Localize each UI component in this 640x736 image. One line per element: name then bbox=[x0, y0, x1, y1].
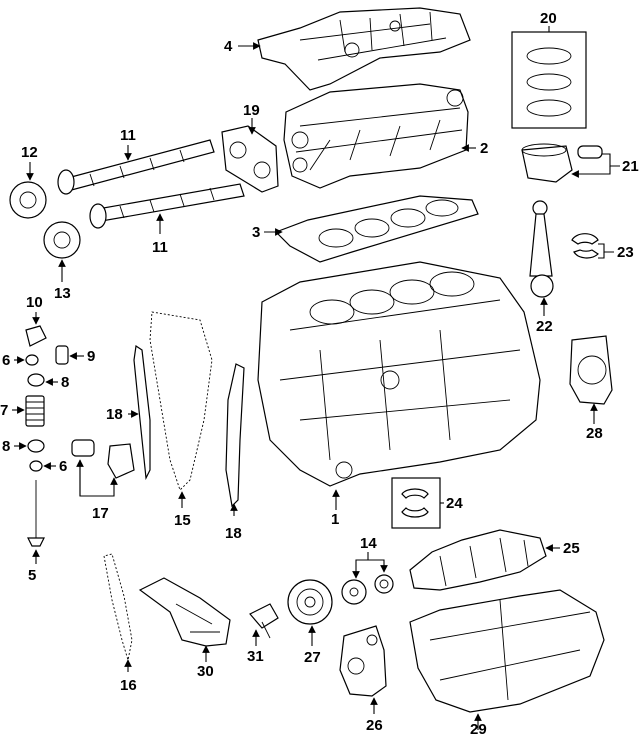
callout-23: 23 bbox=[617, 244, 634, 261]
rear-main-seal-cover bbox=[569, 335, 613, 405]
callout-19: 19 bbox=[243, 102, 260, 119]
callout-25: 25 bbox=[563, 540, 580, 557]
callout-4: 4 bbox=[224, 38, 233, 55]
callout-31: 31 bbox=[247, 648, 264, 665]
callout-2: 2 bbox=[480, 140, 488, 157]
callout-18-left: 18 bbox=[106, 406, 123, 423]
crankshaft-pulley bbox=[287, 579, 333, 625]
callout-28: 28 bbox=[586, 425, 603, 442]
callout-26: 26 bbox=[366, 717, 383, 734]
valve bbox=[27, 480, 45, 547]
callout-3: 3 bbox=[252, 224, 260, 241]
callout-7: 7 bbox=[0, 402, 8, 419]
oil-pump-chain bbox=[103, 553, 133, 661]
callout-14: 14 bbox=[360, 535, 377, 552]
callout-29: 29 bbox=[470, 721, 487, 736]
lash-adjuster bbox=[55, 345, 69, 365]
callout-18-right: 18 bbox=[225, 525, 242, 542]
callout-8-lower: 8 bbox=[2, 438, 10, 455]
timing-chain-guide-left bbox=[133, 344, 151, 481]
head-gasket bbox=[274, 195, 479, 263]
callout-17: 17 bbox=[92, 505, 109, 522]
callout-15: 15 bbox=[174, 512, 191, 529]
callout-5: 5 bbox=[28, 567, 36, 584]
piston-pin bbox=[577, 145, 603, 159]
callout-11-upper: 11 bbox=[120, 127, 136, 144]
callout-16: 16 bbox=[120, 677, 137, 694]
callout-24: 24 bbox=[446, 495, 463, 512]
crankshaft bbox=[409, 529, 547, 591]
callout-6-upper: 6 bbox=[2, 352, 10, 369]
connecting-rod-bearings bbox=[571, 233, 599, 259]
exhaust-camshaft bbox=[89, 183, 245, 229]
callout-1: 1 bbox=[331, 511, 339, 528]
cylinder-head bbox=[283, 83, 469, 189]
main-bearings bbox=[391, 477, 441, 529]
oil-pan bbox=[409, 589, 605, 713]
crankshaft-position-sensor bbox=[249, 603, 279, 639]
front-crank-seal bbox=[374, 574, 394, 594]
valve-spring-retainer bbox=[27, 373, 45, 387]
callout-21: 21 bbox=[622, 158, 639, 175]
callout-11-lower: 11 bbox=[152, 239, 168, 256]
valve-seal-upper bbox=[25, 354, 39, 366]
callout-20: 20 bbox=[540, 10, 557, 27]
camshaft-housing bbox=[221, 125, 279, 193]
rocker-arm bbox=[25, 325, 47, 347]
callout-30: 30 bbox=[197, 663, 214, 680]
callout-8-upper: 8 bbox=[61, 374, 69, 391]
connecting-rod bbox=[529, 200, 554, 298]
exhaust-cam-adjuster bbox=[43, 221, 81, 259]
cylinder-block bbox=[257, 261, 541, 487]
callout-12: 12 bbox=[21, 144, 38, 161]
intake-cam-adjuster bbox=[9, 181, 47, 219]
chain-tensioner bbox=[71, 439, 135, 479]
callout-10: 10 bbox=[26, 294, 43, 311]
thermostat-housing bbox=[339, 625, 387, 697]
callout-9: 9 bbox=[87, 348, 95, 365]
timing-chain-guide-right bbox=[225, 363, 245, 508]
piston-ring-set bbox=[511, 31, 587, 129]
valve-spring-seat bbox=[27, 439, 45, 453]
piston bbox=[521, 143, 573, 183]
crankshaft-sprocket bbox=[341, 579, 367, 605]
callout-6-lower: 6 bbox=[59, 458, 67, 475]
valve-seal-lower bbox=[29, 460, 43, 472]
callout-22: 22 bbox=[536, 318, 553, 335]
valve-spring bbox=[25, 395, 45, 427]
intake-camshaft bbox=[57, 139, 215, 195]
timing-chain bbox=[149, 311, 213, 491]
callout-13: 13 bbox=[54, 285, 71, 302]
callout-27: 27 bbox=[304, 649, 321, 666]
oil-pump bbox=[138, 577, 231, 647]
cylinder-head-cover bbox=[257, 7, 471, 91]
